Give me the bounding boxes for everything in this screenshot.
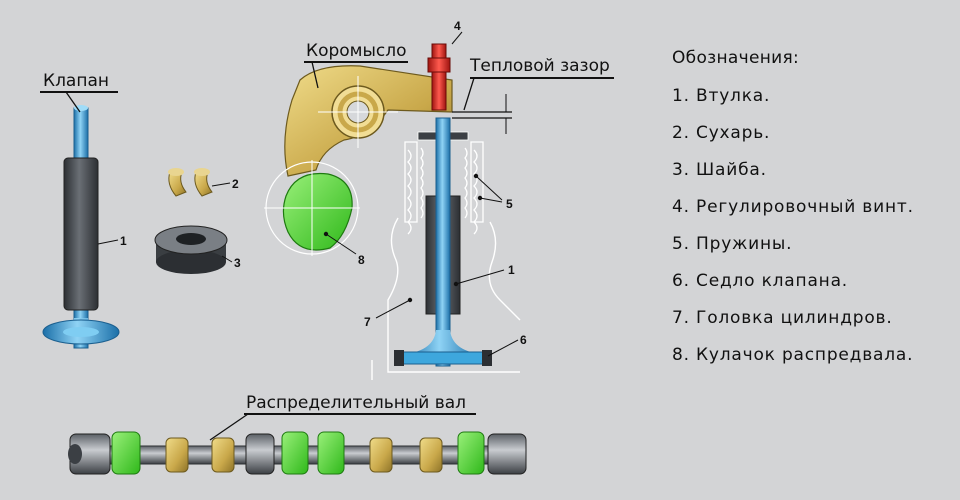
valve-label: Клапан: [43, 71, 109, 91]
callout-1-left: 1: [120, 234, 127, 248]
legend-item-keeper: 2. Сухарь.: [672, 123, 771, 143]
callout-7: 7: [364, 315, 371, 329]
camshaft-cam-illustration: [264, 160, 360, 256]
callout-3: 3: [234, 256, 241, 270]
thermal-gap-label: Тепловой зазор: [469, 56, 610, 76]
valve-springs: [404, 141, 484, 235]
callout-1-right: 1: [508, 263, 515, 277]
camshaft-illustration: [68, 431, 527, 475]
legend-item-washer: 3. Шайба.: [672, 160, 767, 180]
callout-2: 2: [232, 177, 239, 191]
rocker-arm-illustration: [284, 65, 453, 177]
legend-item-cam: 8. Кулачок распредвала.: [672, 345, 914, 365]
legend-item-adjusting-screw: 4. Регулировочный винт.: [672, 197, 914, 217]
callout-5: 5: [506, 197, 513, 211]
valve-keepers-illustration: [168, 168, 213, 197]
adjusting-screw-illustration: [427, 43, 451, 111]
cylinder-head-outline: [371, 217, 521, 380]
legend-item-springs: 5. Пружины.: [672, 234, 793, 254]
legend-item-cylinder-head: 7. Головка цилиндров.: [672, 308, 893, 328]
legend-item-valve-seat: 6. Седло клапана.: [672, 271, 848, 291]
camshaft-label: Распределительный вал: [246, 393, 466, 413]
legend-item-bushing: 1. Втулка.: [672, 86, 771, 106]
callout-6: 6: [520, 333, 527, 347]
callout-4: 4: [454, 19, 461, 33]
legend-title: Обозначения:: [672, 48, 800, 68]
valve-illustration: [42, 105, 120, 349]
rocker-label: Коромысло: [306, 41, 407, 61]
callout-8: 8: [358, 253, 365, 267]
legend: Обозначения: 1. Втулка. 2. Сухарь. 3. Ша…: [672, 48, 952, 382]
spring-washer-illustration: [154, 225, 228, 274]
